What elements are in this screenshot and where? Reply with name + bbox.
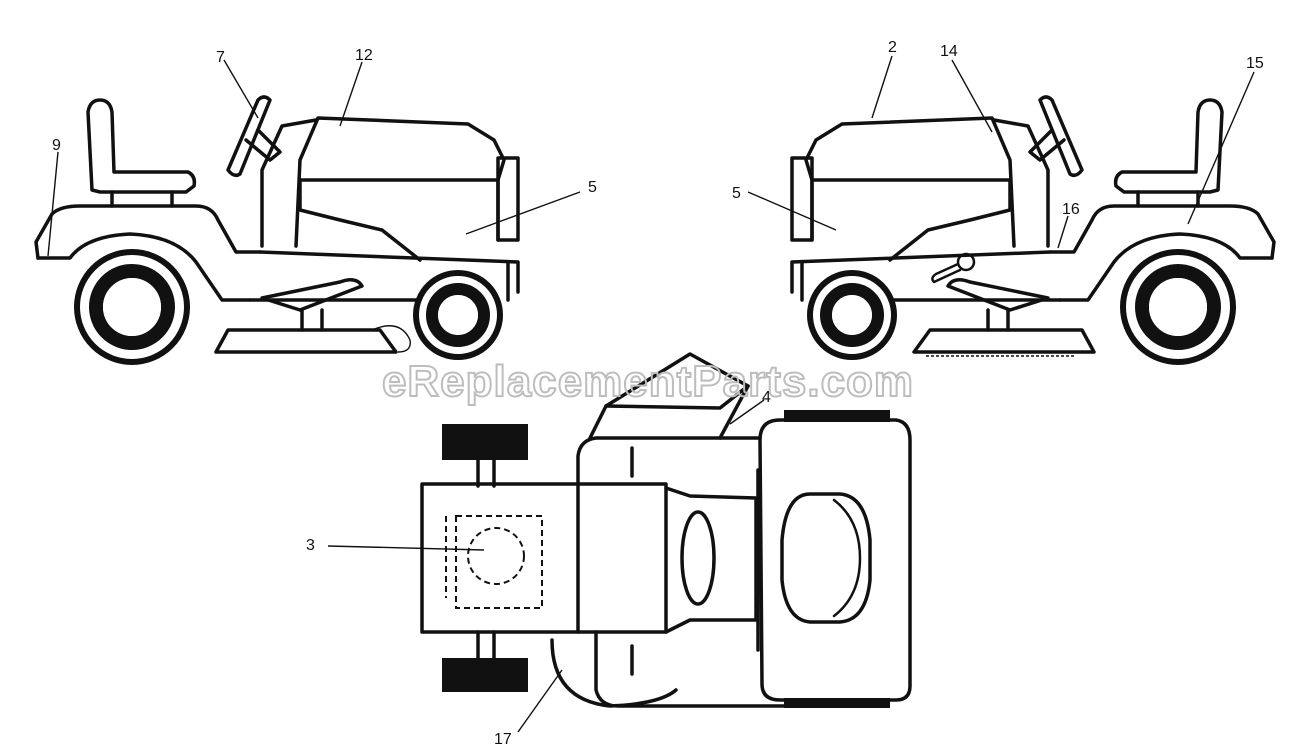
callout-5-left: 5 (588, 179, 597, 196)
callout-5-right: 5 (732, 185, 741, 202)
callout-15: 15 (1246, 55, 1264, 72)
callout-7: 7 (216, 49, 225, 66)
leader-lines (47, 55, 1255, 733)
top-view-tractor (420, 352, 912, 708)
callout-14: 14 (940, 43, 958, 60)
callout-labels: 7 12 9 5 2 14 15 5 16 4 3 17 (52, 39, 1264, 748)
callout-17: 17 (494, 731, 512, 748)
left-side-view-tractor (34, 95, 520, 365)
callout-4: 4 (762, 389, 771, 406)
callout-16: 16 (1062, 201, 1080, 218)
callout-2: 2 (888, 39, 897, 56)
watermark: eReplacementParts.com (382, 357, 914, 406)
callout-3: 3 (306, 537, 315, 554)
right-side-view-tractor (790, 95, 1276, 365)
callout-9: 9 (52, 137, 61, 154)
callout-12: 12 (355, 47, 373, 64)
